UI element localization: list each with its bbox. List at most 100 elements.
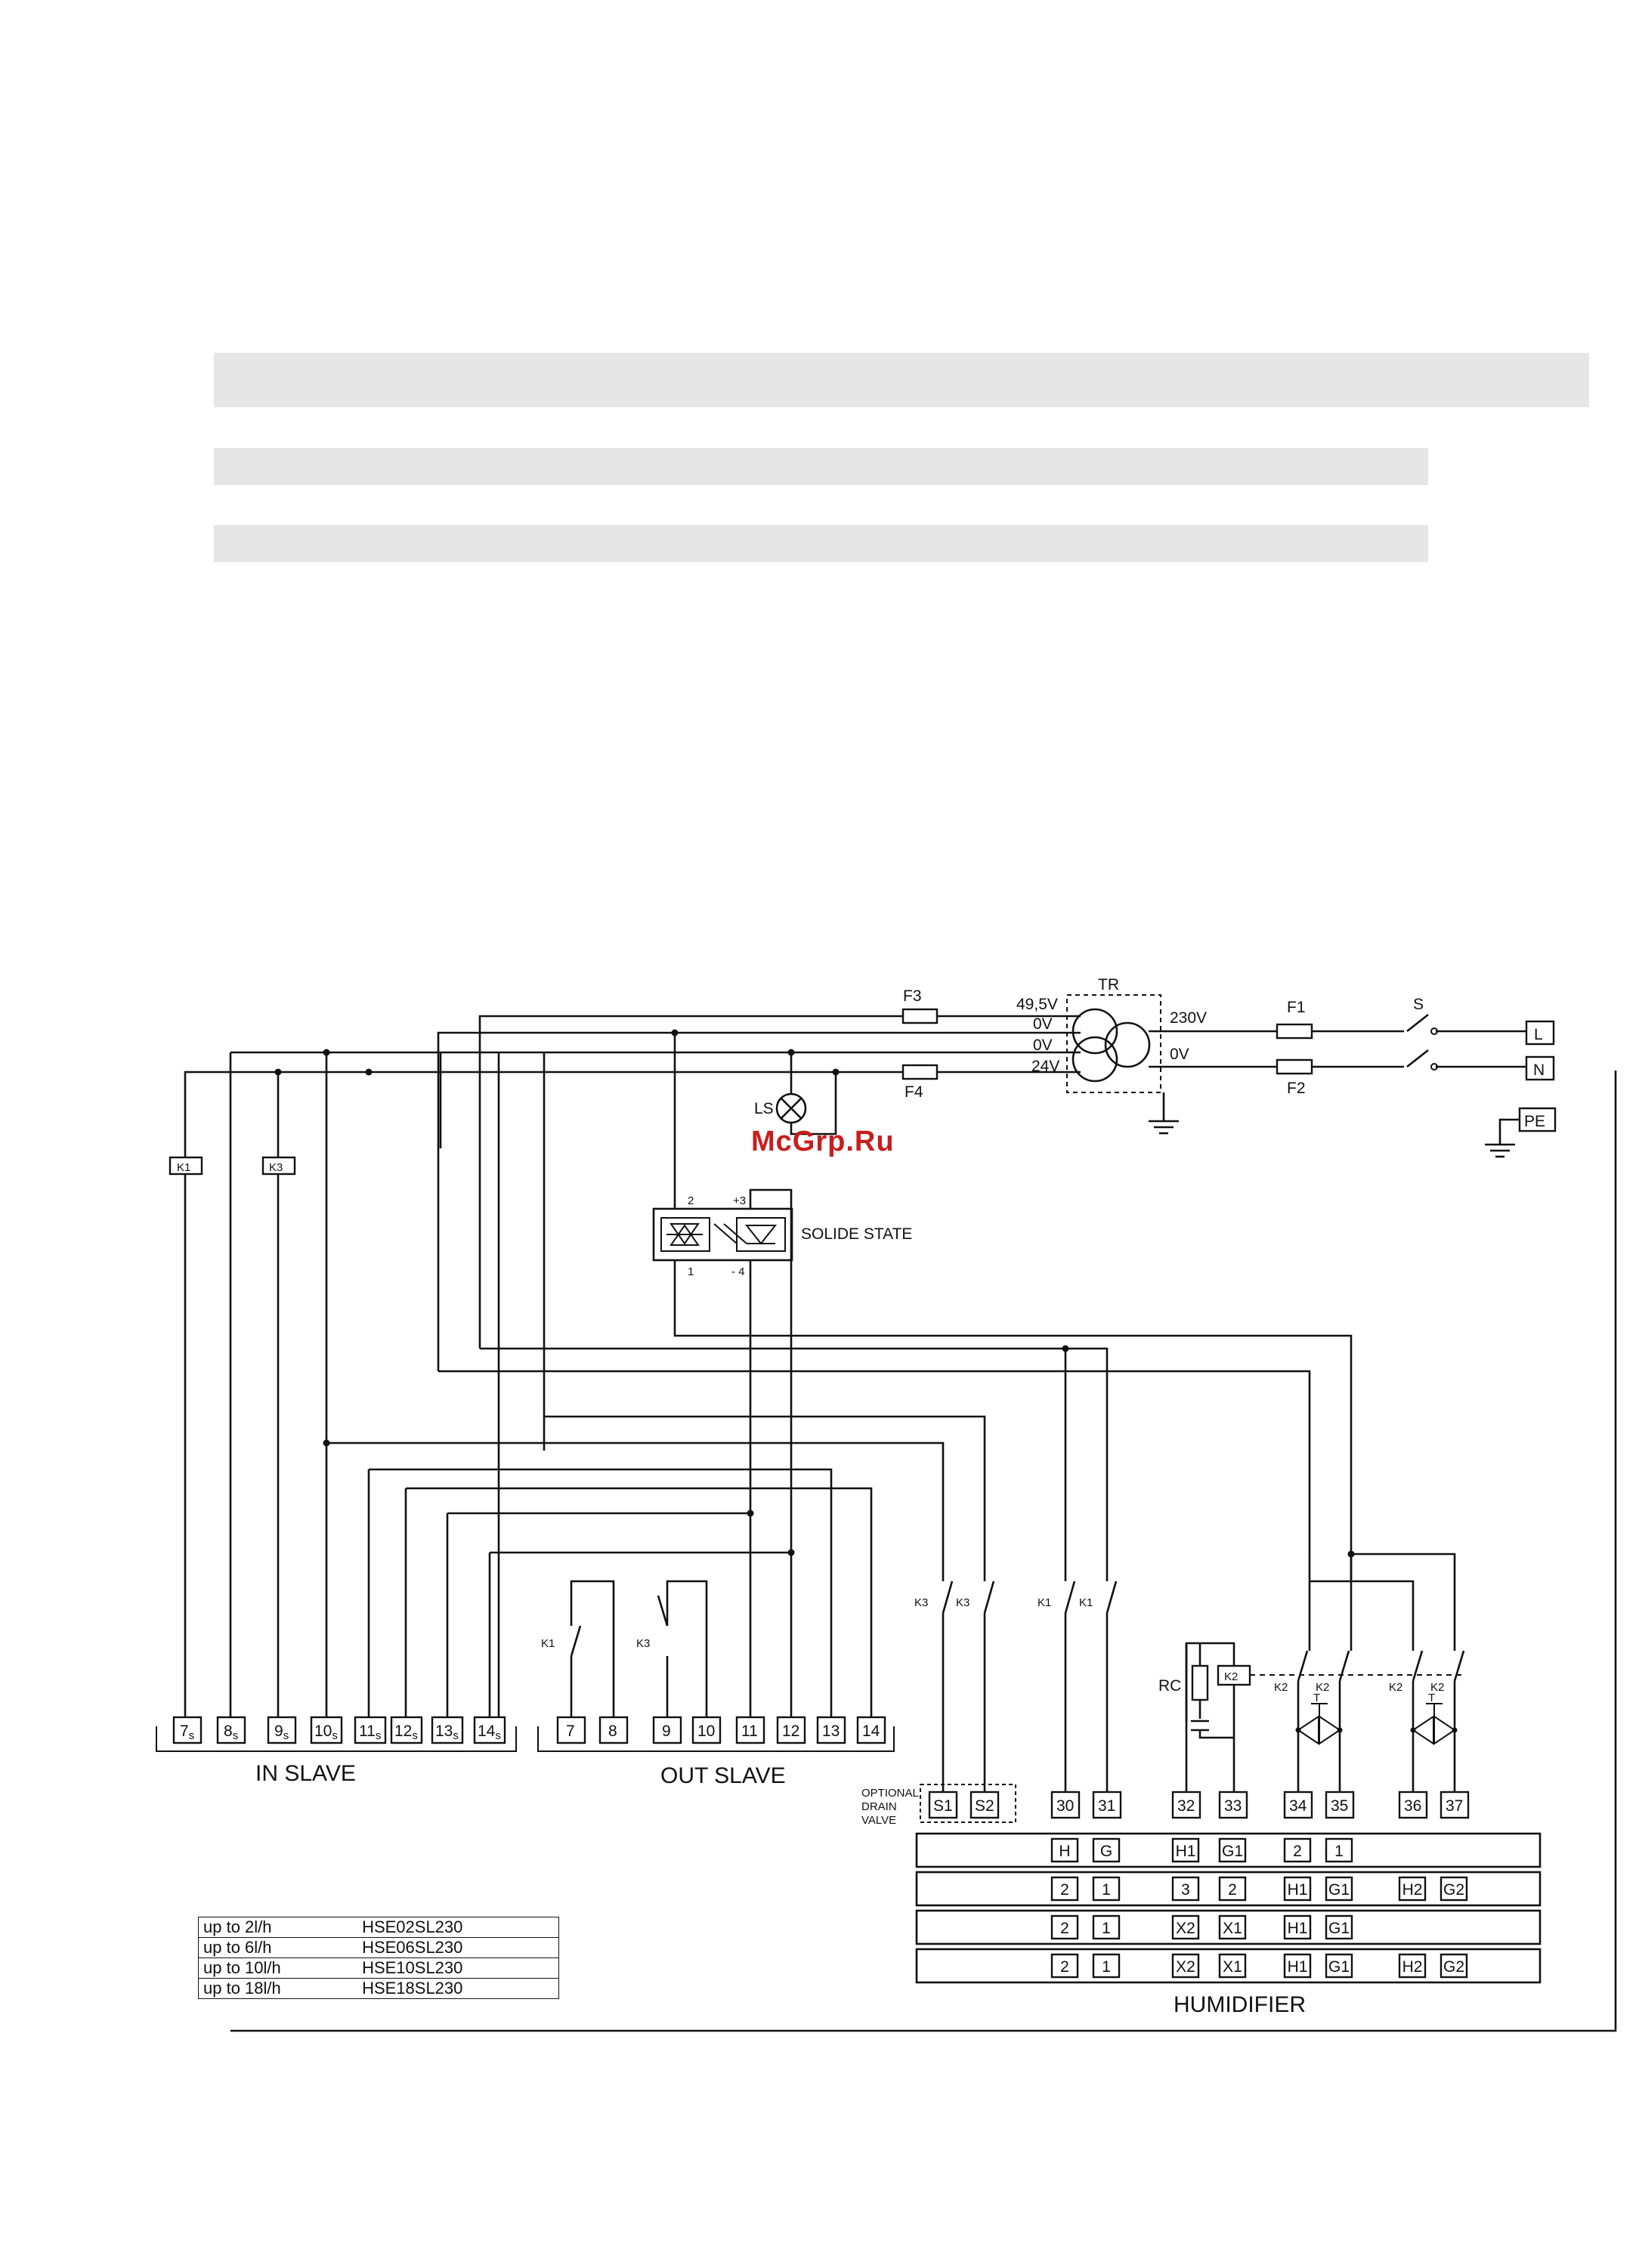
model-code: HSE02SL230 xyxy=(357,1917,559,1938)
model-capacity: up to 10l/h xyxy=(198,1957,358,1979)
main-label-32: 32 xyxy=(1177,1797,1195,1815)
humidifier-cell-label: X2 xyxy=(1176,1958,1195,1976)
in-terminal-14 xyxy=(473,1716,506,1744)
main-label-34: 34 xyxy=(1289,1797,1307,1815)
model-capacity: up to 18l/h xyxy=(203,1979,281,1998)
primary-wires xyxy=(1149,1013,1526,1068)
in-label-12: 12s xyxy=(394,1723,418,1742)
in-label-8: 8s xyxy=(224,1723,238,1742)
table-row: up to 18l/h HSE18SL230 xyxy=(199,1979,559,1999)
fuse-f4: F4 xyxy=(901,1064,939,1101)
humidifier-cell xyxy=(1218,1914,1247,1940)
humidifier-cell-label: G1 xyxy=(1328,1920,1350,1937)
contact-k1-out: K1 xyxy=(541,1637,555,1650)
in-terminal-8 xyxy=(216,1716,246,1744)
svg-text:L: L xyxy=(1534,1026,1543,1043)
transformer: TR xyxy=(1066,976,1161,1093)
out-label-12: 12 xyxy=(782,1723,799,1740)
humidifier-cell-label: 2 xyxy=(1060,1920,1069,1937)
table-row: up to 2l/h HSE02SL230 xyxy=(198,1917,559,1938)
out-label-11: 11 xyxy=(741,1723,758,1740)
switch-label: S xyxy=(1413,996,1424,1013)
transformer-ground xyxy=(1149,1092,1179,1135)
terminal-n: N xyxy=(1525,1055,1555,1081)
svg-text:F1: F1 xyxy=(1287,999,1306,1016)
svg-text:K2: K2 xyxy=(1224,1670,1238,1683)
secondary-0v-b: 0V xyxy=(1033,1037,1053,1054)
humidifier-cell xyxy=(1283,1953,1312,1979)
contact-k3-b: K3 xyxy=(956,1596,969,1609)
humidifier-cell-label: G2 xyxy=(1443,1958,1464,1976)
header-bar-1 xyxy=(214,353,1589,407)
junction-dots xyxy=(274,1029,1355,1558)
svg-text:2: 2 xyxy=(688,1194,694,1207)
humidifier-cell-label: 2 xyxy=(1060,1881,1069,1899)
humidifier-cell xyxy=(1218,1837,1247,1863)
model-code: HSE18SL230 xyxy=(362,1979,463,1998)
rc-snubber: RC xyxy=(1158,1664,1209,1732)
header-bar-3 xyxy=(214,525,1428,562)
humidifier-cell xyxy=(1325,1837,1353,1863)
humidifier-cell-label: H xyxy=(1059,1843,1070,1860)
humidifier-cell-label: X1 xyxy=(1223,1958,1242,1976)
drain-note-1: OPTIONAL xyxy=(861,1787,919,1800)
in-terminal-10 xyxy=(310,1716,343,1744)
coil-k2: K2 xyxy=(1217,1664,1462,1686)
humidifier-cell-label: H1 xyxy=(1176,1843,1196,1860)
out-label-14: 14 xyxy=(862,1723,880,1740)
in-slave-terminals xyxy=(172,1716,506,1744)
in-terminal-11 xyxy=(354,1716,387,1744)
humidifier-cell-label: 1 xyxy=(1102,1958,1111,1976)
in-terminal-13 xyxy=(431,1716,464,1744)
svg-text:PE: PE xyxy=(1524,1113,1545,1130)
humidifier-cell xyxy=(1171,1837,1200,1863)
humidifier-cell xyxy=(1050,1876,1079,1902)
svg-text:1: 1 xyxy=(688,1265,694,1278)
frame-line xyxy=(230,1071,1617,2032)
relay-contacts xyxy=(570,1580,1465,1682)
table-row: up to 10l/h HSE10SL230 xyxy=(198,1957,559,1979)
drain-valve-box xyxy=(920,1784,1016,1823)
humidifier-cell-label: 2 xyxy=(1228,1881,1237,1899)
humidifier-cell xyxy=(1092,1876,1121,1902)
contact-k2-d: K2 xyxy=(1430,1681,1444,1694)
main-label-33: 33 xyxy=(1224,1797,1242,1815)
contact-k1-a: K1 xyxy=(1038,1596,1051,1609)
out-label-8: 8 xyxy=(608,1723,617,1740)
humidifier-cell xyxy=(1050,1914,1079,1940)
in-label-11: 11s xyxy=(359,1723,381,1742)
transformer-label: TR xyxy=(1098,976,1119,993)
valve-1: T xyxy=(1297,1692,1341,1745)
humidifier-cell-label: G xyxy=(1100,1843,1112,1860)
fuse-f3: F3 xyxy=(901,987,939,1024)
humidifier-cell-label: 1 xyxy=(1334,1843,1344,1860)
humidifier-cell xyxy=(1171,1953,1200,1979)
in-slave-label: IN SLAVE xyxy=(255,1761,356,1786)
contact-k2-c: K2 xyxy=(1389,1681,1402,1694)
out-slave-label: OUT SLAVE xyxy=(660,1763,786,1788)
svg-text:K3: K3 xyxy=(269,1161,283,1174)
humidifier-cell xyxy=(1092,1914,1121,1940)
main-label-31: 31 xyxy=(1098,1797,1115,1815)
humidifier-cell-label: X2 xyxy=(1176,1920,1195,1937)
humidifier-cell xyxy=(1283,1876,1312,1902)
in-label-14: 14s xyxy=(478,1723,501,1742)
humidifier-cell-label: G2 xyxy=(1443,1881,1464,1899)
model-capacity: up to 2l/h xyxy=(198,1917,358,1938)
out-label-10: 10 xyxy=(697,1723,715,1740)
drain-note-3: VALVE xyxy=(861,1814,896,1827)
valve-2: T xyxy=(1412,1692,1456,1745)
model-table: up to 2l/h HSE02SL230 up to 6l/h HSE06SL… xyxy=(198,1917,559,1999)
secondary-24v: 24V xyxy=(1031,1058,1059,1075)
primary-230v: 230V xyxy=(1170,1009,1207,1027)
svg-text:S1: S1 xyxy=(933,1797,953,1815)
humidifier-cell xyxy=(1325,1914,1353,1940)
humidifier-cell-label: H2 xyxy=(1402,1958,1423,1976)
out-label-9: 9 xyxy=(662,1723,671,1740)
humidifier-cell xyxy=(1171,1876,1200,1902)
svg-text:LS: LS xyxy=(754,1100,774,1117)
in-terminal-12 xyxy=(390,1716,423,1744)
svg-text:F4: F4 xyxy=(905,1083,923,1101)
terminal-l: L xyxy=(1525,1020,1555,1046)
